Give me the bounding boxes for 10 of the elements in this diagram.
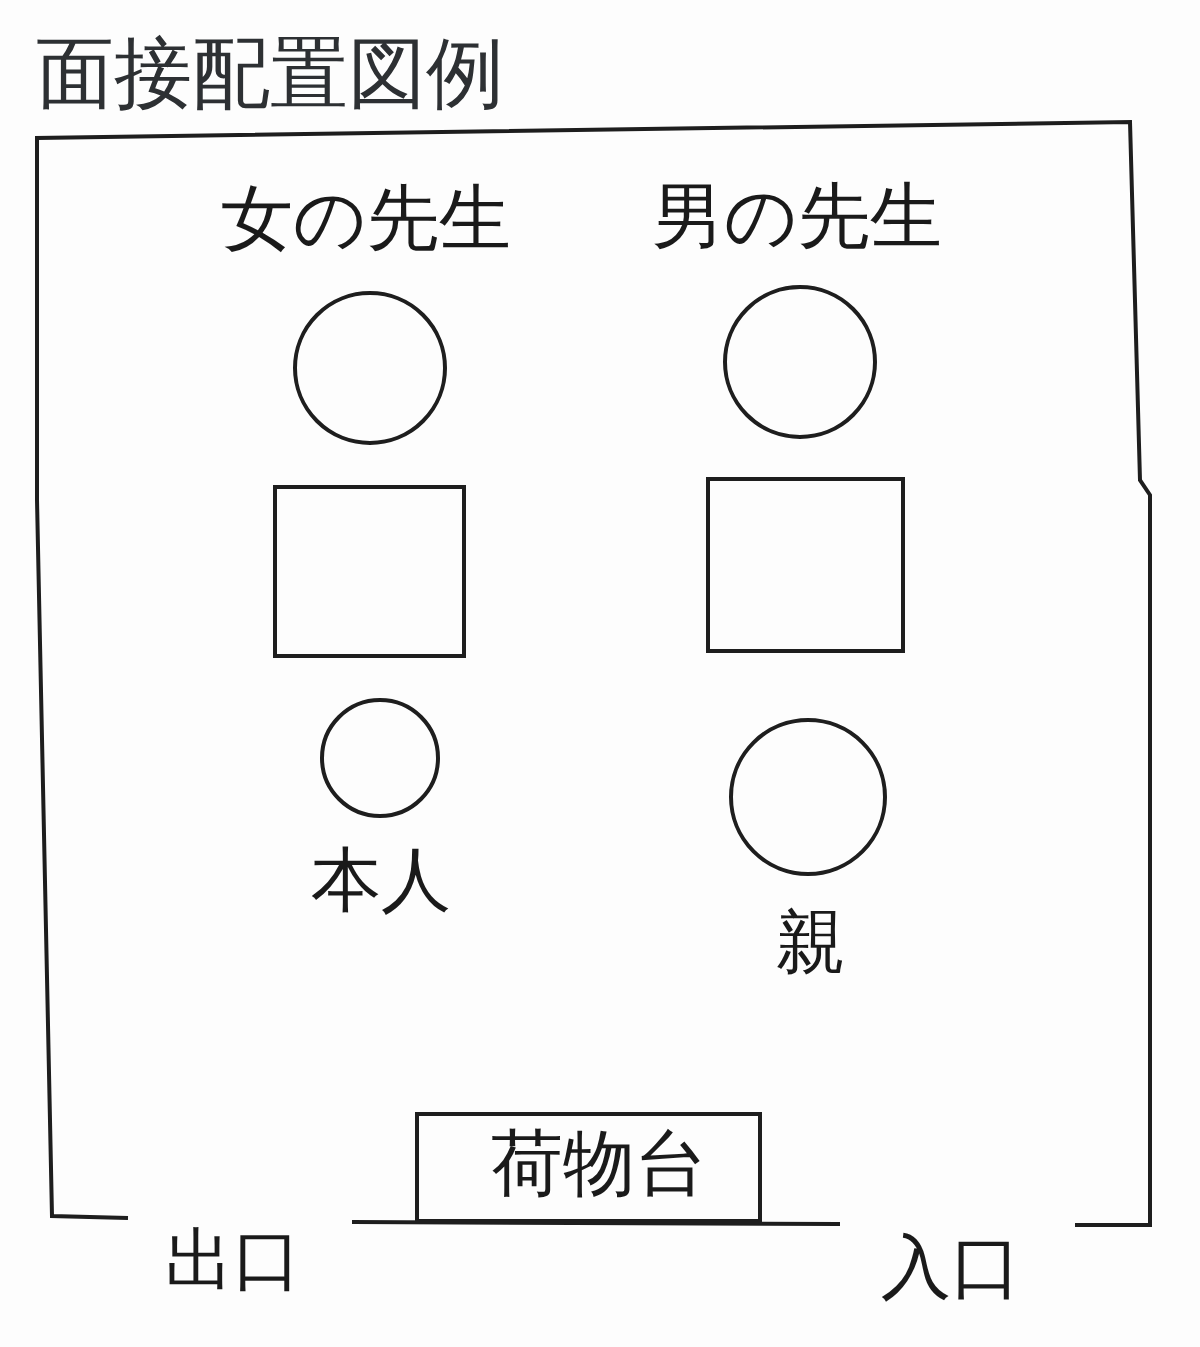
person-label: 親 [776,907,846,977]
desk-box [273,485,466,658]
door-label: 出口 [165,1226,301,1294]
desk-box [706,477,905,653]
person-label: 女の先生 [221,182,511,254]
door-label: 入口 [881,1232,1021,1302]
person-label: 男の先生 [652,180,942,252]
person-label: 本人 [311,845,451,915]
diagram-title: 面接配置図例 [36,34,504,112]
table-box: 荷物台 [415,1112,762,1223]
